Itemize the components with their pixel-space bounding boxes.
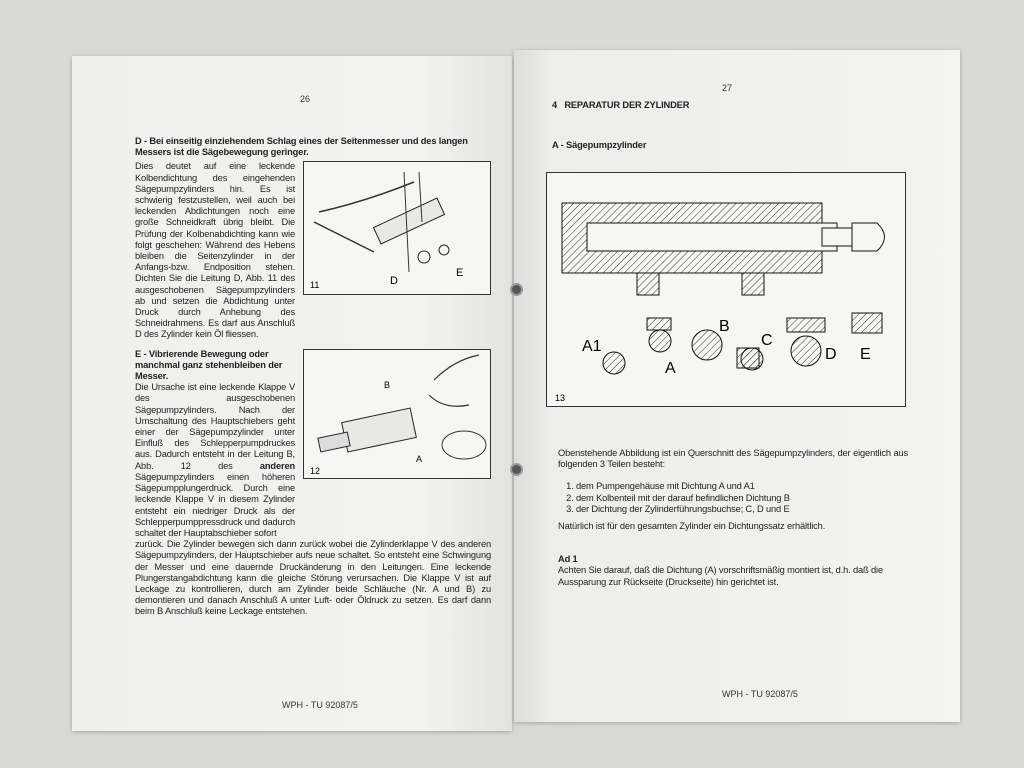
section-e-heading: E - Vibrierende Bewegung oder manchmal g… (135, 348, 283, 382)
section-e-continued: zurück. Die Zylinder bewegen sich dann z… (135, 539, 491, 617)
figure-number-13: 13 (555, 393, 565, 403)
list-item: der Dichtung der Zylinderführungsbuchse;… (576, 504, 908, 515)
cylinder-drawing-11: D E 11 (310, 172, 463, 290)
cylinder-cross-section: A1 A B C D E 13 (555, 202, 885, 403)
intro-text: Obenstehende Abbildung ist ein Querschni… (558, 448, 908, 470)
left-page-content: D - Bei einseitig einziehendem Schlag ei… (135, 136, 491, 618)
figure-11: D E 11 (303, 161, 491, 296)
list-item: dem Pumpengehäuse mit Dichtung A und A1 (576, 481, 908, 492)
subheading: A - Sägepumpzylinder (552, 140, 647, 150)
section-e-text: Die Ursache ist eine leckende Klappe V d… (135, 382, 295, 471)
footer-left: WPH - TU 92087/5 (282, 700, 358, 710)
page-number-right: 27 (722, 83, 733, 93)
section-d-row: Dies deutet auf eine leckende Kolbendich… (135, 161, 491, 340)
label-b: B (384, 380, 390, 390)
right-page-content: Obenstehende Abbildung ist ein Querschni… (558, 448, 908, 588)
figure-number-11: 11 (310, 280, 319, 290)
label-a1: A1 (582, 338, 602, 355)
label-b: B (719, 318, 730, 335)
label-c: C (761, 332, 773, 349)
figure-number-12: 12 (310, 466, 320, 476)
section-d-heading: D - Bei einseitig einziehendem Schlag ei… (135, 136, 468, 158)
label-e: E (456, 267, 463, 279)
section-e-body: Die Ursache ist eine leckende Klappe V d… (135, 382, 295, 539)
parts-list: dem Pumpengehäuse mit Dichtung A und A1 … (558, 481, 908, 515)
label-d: D (825, 346, 837, 363)
label-a: A (665, 360, 676, 377)
chapter-heading: 4 REPARATUR DER ZYLINDER (552, 100, 690, 110)
section-e-row: E - Vibrierende Bewegung oder manchmal g… (135, 348, 491, 539)
note-text: Natürlich ist für den gesamten Zylinder … (558, 521, 826, 532)
label-d: D (390, 275, 398, 287)
figure-13: A1 A B C D E 13 (546, 172, 906, 407)
binding-hole (510, 283, 523, 296)
list-item: dem Kolbenteil mit der darauf befindlich… (576, 493, 908, 504)
label-a: A (416, 454, 422, 464)
ad1-heading: Ad 1 (558, 554, 578, 565)
binding-hole (510, 463, 523, 476)
ad1-body: Achten Sie darauf, daß die Dichtung (A) … (558, 565, 883, 587)
label-e: E (860, 346, 871, 363)
cylinder-drawing-12: B A 12 (310, 354, 487, 476)
section-e-column: E - Vibrierende Bewegung oder manchmal g… (135, 349, 295, 539)
footer-right: WPH - TU 92087/5 (722, 689, 798, 699)
emphasis: anderen (259, 460, 295, 471)
page-number-left: 26 (300, 94, 311, 104)
section-d-body: Dies deutet auf eine leckende Kolbendich… (135, 161, 295, 340)
figure-12: B A 12 (303, 348, 491, 479)
section-e-text: Sägepumpzylinders einen höheren Sägepump… (135, 471, 295, 538)
